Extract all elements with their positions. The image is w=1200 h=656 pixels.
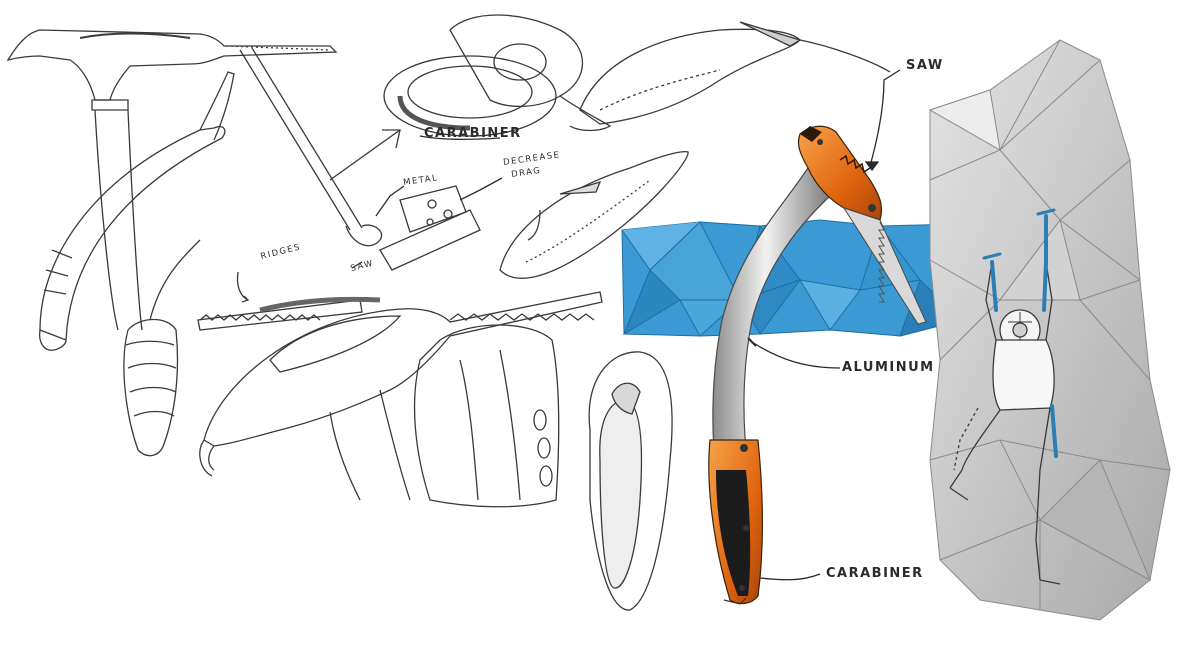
curved-shaft-sketch (38, 71, 235, 351)
label-carabiner-bottom: CARABINER (826, 566, 924, 581)
grip-texture-sketch (588, 351, 673, 611)
leader-lines (351, 69, 901, 581)
pick-sketch-top (579, 21, 891, 125)
ridges-blade-sketch (197, 271, 363, 331)
handle-sketch-middle (413, 324, 560, 508)
arrow-to-carabiner (329, 129, 401, 181)
grip-sketch (123, 239, 201, 457)
rendered-ice-axe (708, 125, 927, 605)
climber-figure (949, 261, 1061, 585)
label-aluminum: ALUMINUM (842, 360, 935, 375)
label-saw: SAW (906, 58, 944, 73)
climber-ice-tools (982, 208, 1058, 458)
label-carabiner-top: CARABINER (424, 126, 522, 141)
axe-head-sketch-main (199, 291, 603, 501)
carabiner-sketch (383, 14, 612, 137)
diagonal-shaft-sketch (239, 47, 481, 271)
decrease-drag-sketch (499, 150, 689, 279)
rock-wall (928, 39, 1171, 621)
axe-head-sketch-topleft (6, 29, 338, 331)
